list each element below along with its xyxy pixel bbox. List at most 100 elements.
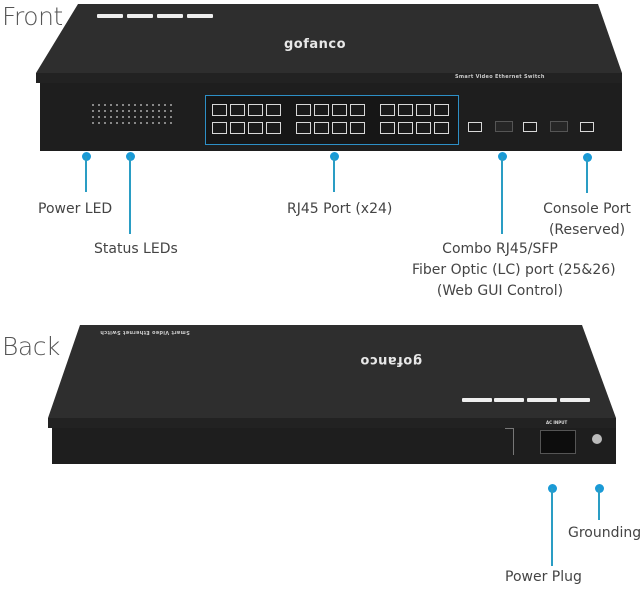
rj45-port[interactable]: [350, 104, 365, 116]
status-led-icon: [116, 122, 118, 124]
status-led-icon: [104, 122, 106, 124]
console-port-leader-line: [586, 157, 588, 193]
rj45-port[interactable]: [332, 104, 347, 116]
status-led-icon: [92, 104, 94, 106]
rj45-port[interactable]: [380, 104, 395, 116]
combo-port-label: Combo RJ45/SFP Fiber Optic (LC) port (25…: [412, 239, 616, 302]
status-led-icon: [146, 122, 148, 124]
rj45-port[interactable]: [314, 122, 329, 134]
rj45-port[interactable]: [230, 122, 245, 134]
front-section-title: Front: [2, 2, 63, 31]
status-led-icon: [98, 116, 100, 118]
status-led-icon: [116, 104, 118, 106]
rj45-port-label: RJ45 Port (x24): [287, 201, 393, 217]
status-led-icon: [170, 122, 172, 124]
front-sticker: [97, 14, 123, 18]
rj45-port[interactable]: [212, 104, 227, 116]
rj45-port[interactable]: [248, 104, 263, 116]
rj45-port[interactable]: [332, 122, 347, 134]
status-led-icon: [92, 116, 94, 118]
front-brand-logo: gofanco: [284, 37, 347, 52]
rj45-port[interactable]: [416, 122, 431, 134]
combo-port-26-sfp[interactable]: [550, 121, 568, 132]
front-product-name: Smart Video Ethernet Switch: [455, 74, 545, 80]
rj45-port[interactable]: [398, 104, 413, 116]
status-led-icon: [104, 116, 106, 118]
ac-input-label: AC INPUT: [546, 420, 568, 425]
rj45-port[interactable]: [380, 122, 395, 134]
rj45-port-block: [205, 95, 459, 145]
status-led-icon: [170, 110, 172, 112]
status-led-icon: [128, 110, 130, 112]
back-brand-logo: gofanco: [360, 353, 423, 368]
rj45-port[interactable]: [230, 104, 245, 116]
status-led-icon: [140, 104, 142, 106]
status-led-icon: [128, 104, 130, 106]
combo-port-label-line3: (Web GUI Control): [436, 283, 564, 299]
grounding-screw-icon[interactable]: [592, 434, 602, 444]
status-led-icon: [164, 104, 166, 106]
rj45-port[interactable]: [248, 122, 263, 134]
status-led-icon: [98, 104, 100, 106]
status-led-panel: [72, 100, 192, 132]
status-leds-leader-line: [129, 156, 131, 234]
status-led-icon: [104, 110, 106, 112]
console-port-label: Console Port (Reserved): [543, 199, 631, 241]
status-led-icon: [122, 104, 124, 106]
back-sticker: [462, 398, 492, 402]
status-led-icon: [140, 116, 142, 118]
console-port[interactable]: [580, 122, 594, 132]
rj45-port[interactable]: [434, 122, 449, 134]
status-led-icon: [170, 104, 172, 106]
back-section-title: Back: [2, 332, 60, 361]
rj45-port[interactable]: [350, 122, 365, 134]
status-led-icon: [152, 110, 154, 112]
status-led-icon: [158, 122, 160, 124]
rj45-port[interactable]: [416, 104, 431, 116]
rj45-port[interactable]: [266, 104, 281, 116]
rj45-port[interactable]: [212, 122, 227, 134]
status-led-icon: [164, 110, 166, 112]
grounding-label: Grounding: [568, 525, 640, 541]
back-device-body: [48, 325, 616, 464]
combo-port-label-line2: Fiber Optic (LC) port (25&26): [412, 262, 616, 278]
power-plug-leader-line: [551, 488, 553, 566]
status-led-icon: [116, 116, 118, 118]
combo-port-leader-line: [501, 156, 503, 234]
console-port-label-line1: Console Port: [543, 201, 631, 217]
status-led-icon: [104, 104, 106, 106]
status-led-icon: [152, 116, 154, 118]
status-led-icon: [134, 122, 136, 124]
rj45-port[interactable]: [398, 122, 413, 134]
status-leds-label: Status LEDs: [94, 241, 178, 257]
status-led-icon: [98, 122, 100, 124]
status-led-icon: [128, 122, 130, 124]
front-sticker: [187, 14, 213, 18]
status-led-icon: [164, 122, 166, 124]
rj45-port[interactable]: [266, 122, 281, 134]
status-led-icon: [140, 110, 142, 112]
console-port-label-line2: (Reserved): [548, 222, 626, 238]
status-led-icon: [134, 110, 136, 112]
status-led-icon: [110, 110, 112, 112]
status-led-icon: [110, 122, 112, 124]
status-led-icon: [152, 122, 154, 124]
rj45-port[interactable]: [296, 122, 311, 134]
rj45-port[interactable]: [314, 104, 329, 116]
status-led-icon: [158, 104, 160, 106]
power-plug-socket[interactable]: [540, 430, 576, 454]
back-sticker: [560, 398, 590, 402]
combo-port-25-rj45[interactable]: [468, 122, 482, 132]
rj45-port-leader-line: [333, 156, 335, 192]
status-led-icon: [146, 116, 148, 118]
combo-port-25-sfp[interactable]: [495, 121, 513, 132]
status-led-icon: [92, 122, 94, 124]
power-led-leader-line: [85, 156, 87, 192]
status-led-icon: [140, 122, 142, 124]
rj45-port[interactable]: [296, 104, 311, 116]
status-led-icon: [158, 116, 160, 118]
rj45-port[interactable]: [434, 104, 449, 116]
front-device-body: [36, 4, 622, 151]
combo-port-26-rj45[interactable]: [523, 122, 537, 132]
status-led-icon: [146, 110, 148, 112]
